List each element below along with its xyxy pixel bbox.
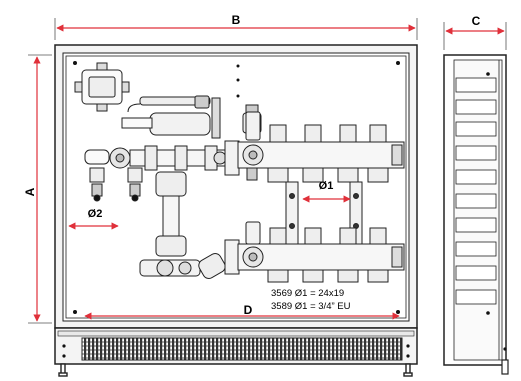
vertical-riser [155, 171, 187, 257]
junction-box [74, 62, 130, 112]
dimension-d-label: D [244, 303, 253, 317]
return-group [139, 239, 240, 279]
dimension-phi2-label: Ø2 [88, 208, 103, 220]
model-note-3589: 3589 Ø1 = 3/4” EU [271, 301, 351, 312]
dimension-phi1-label: Ø1 [319, 180, 334, 192]
dimension-lines [28, 18, 507, 324]
panel-screws [73, 61, 400, 314]
cabinet-feet [58, 363, 413, 377]
dimension-a-label: A [23, 187, 37, 196]
dimension-b-label: B [232, 13, 241, 27]
cabinet-side-view [443, 54, 509, 375]
manifold-assembly [74, 62, 405, 283]
left-valve-cluster [84, 140, 240, 202]
model-note-3569: 3569 Ø1 = 24x19 [271, 288, 344, 299]
side-screws [486, 72, 507, 351]
side-slots [455, 77, 497, 305]
return-manifold [237, 221, 405, 283]
ventilation-grille [54, 327, 418, 365]
dimension-c-label: C [472, 14, 481, 28]
supply-manifold [237, 111, 405, 183]
